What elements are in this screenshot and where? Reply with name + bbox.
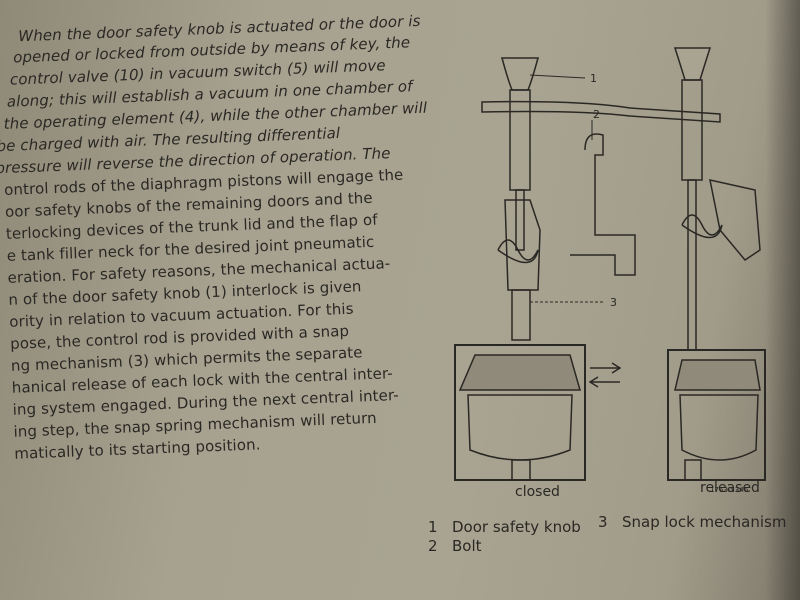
page-shadow xyxy=(765,0,800,600)
lock-mechanism-diagram: 1 2 3 1763-5346 xyxy=(454,47,766,494)
legend-item: 3 Snap lock mechanism xyxy=(598,513,786,531)
legend-number: 3 xyxy=(598,513,608,531)
figure-code: 1763-5346 xyxy=(710,486,749,494)
legend-label: Bolt xyxy=(452,537,482,555)
callout-2: 2 xyxy=(593,108,600,121)
text-line: matically to its starting position. xyxy=(14,435,261,463)
caption-released: released xyxy=(700,480,760,496)
callout-1: 1 xyxy=(590,72,597,85)
callout-3: 3 xyxy=(610,296,617,309)
legend-number: 1 xyxy=(428,518,438,536)
caption-closed: closed xyxy=(515,484,560,500)
legend-label: Snap lock mechanism xyxy=(622,513,787,531)
legend-item: 2 Bolt xyxy=(428,537,482,555)
body-text: When the door safety knob is actuated or… xyxy=(0,11,430,463)
legend-item: 1 Door safety knob xyxy=(428,518,581,536)
legend-label: Door safety knob xyxy=(452,518,581,536)
legend-number: 2 xyxy=(428,537,438,555)
closed-assembly xyxy=(454,57,721,481)
released-assembly xyxy=(667,47,766,481)
